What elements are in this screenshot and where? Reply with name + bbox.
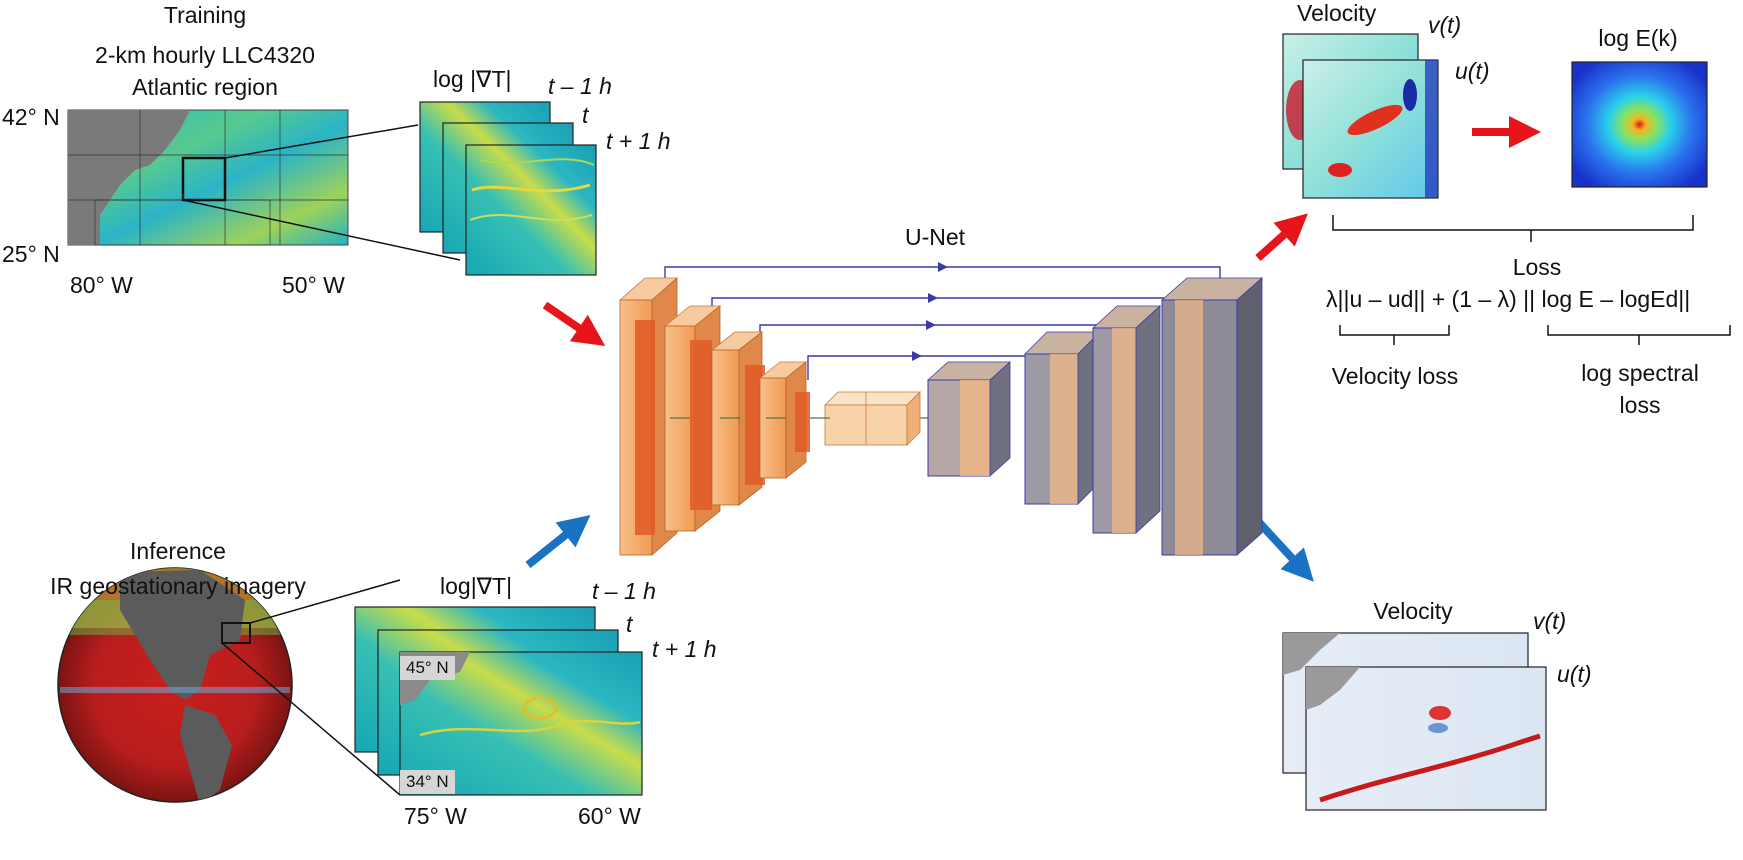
training-region-label: Atlantic region xyxy=(132,74,278,100)
loss-brackets xyxy=(1332,215,1731,345)
training-t-label: t xyxy=(582,102,589,128)
training-lat-top: 42° N xyxy=(2,104,60,130)
unet-to-inference-output-arrow xyxy=(1252,515,1314,582)
training-v-label: v(t) xyxy=(1428,12,1462,38)
inference-u-label: u(t) xyxy=(1557,661,1592,687)
training-velocity-title: Velocity xyxy=(1297,0,1377,26)
loss-formula: λ||u – ud|| + (1 – λ) || log E – logEd|| xyxy=(1326,286,1691,312)
inference-globe xyxy=(57,567,401,803)
inference-velocity-title: Velocity xyxy=(1373,598,1453,624)
inference-lat-top: 45° N xyxy=(400,656,455,680)
loss-title: Loss xyxy=(1512,254,1562,280)
inference-v-label: v(t) xyxy=(1533,608,1567,634)
unet-architecture xyxy=(618,262,1264,556)
inference-lon-left: 75° W xyxy=(404,803,467,829)
training-input-stack xyxy=(419,101,597,276)
inference-velocity-maps xyxy=(1282,632,1547,811)
training-map xyxy=(67,109,461,261)
spectral-loss-label-2: loss xyxy=(1619,392,1661,418)
unet-title: U-Net xyxy=(904,224,966,250)
inference-lon-right: 60° W xyxy=(578,803,641,829)
unet-to-training-output-arrow xyxy=(1255,213,1308,261)
inference-input-label: log|∇T| xyxy=(440,573,513,599)
inference-t-label: t xyxy=(626,611,633,637)
training-lat-bottom: 25° N xyxy=(2,241,60,267)
training-lon-left: 80° W xyxy=(70,272,133,298)
inference-subtitle: IR geostationary imagery xyxy=(50,573,306,599)
spectral-loss-label-1: log spectral xyxy=(1581,360,1699,386)
spectrum-map xyxy=(1571,61,1708,188)
inference-lat-bottom: 34° N xyxy=(400,770,455,794)
inference-input-stack xyxy=(354,606,643,796)
training-lon-right: 50° W xyxy=(282,272,345,298)
inference-title: Inference xyxy=(130,538,226,564)
velocity-loss-label: Velocity loss xyxy=(1331,363,1459,389)
inference-t-minus-label: t – 1 h xyxy=(592,578,656,604)
training-input-label: log |∇T| xyxy=(433,66,512,92)
training-dataset-label: 2-km hourly LLC4320 xyxy=(95,42,315,68)
inference-to-unet-arrow xyxy=(525,515,591,569)
training-u-label: u(t) xyxy=(1455,58,1490,84)
training-to-unet-arrow xyxy=(542,301,606,347)
training-title: Training xyxy=(163,2,247,28)
training-velocity-maps xyxy=(1282,33,1439,199)
training-t-plus-label: t + 1 h xyxy=(606,128,671,154)
spectrum-title: log E(k) xyxy=(1598,25,1678,51)
training-t-minus-label: t – 1 h xyxy=(548,73,612,99)
inference-t-plus-label: t + 1 h xyxy=(652,636,717,662)
